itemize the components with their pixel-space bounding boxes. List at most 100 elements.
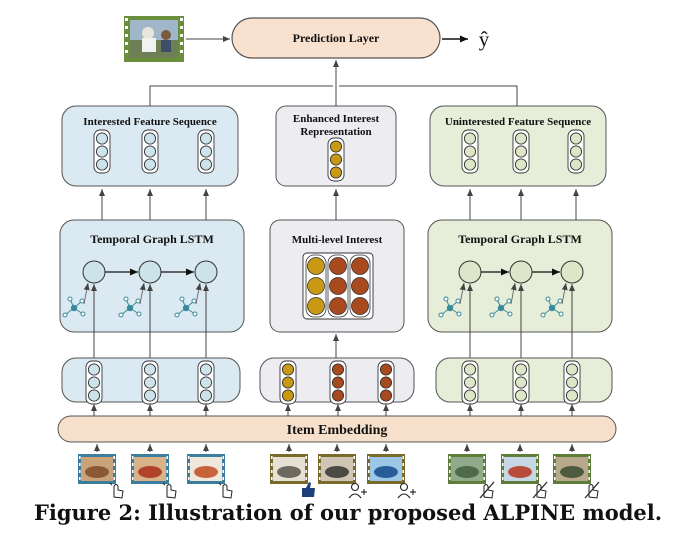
embedding-column-left [85, 360, 103, 405]
graph-vertex [192, 311, 198, 317]
film-hole [188, 470, 190, 473]
graph-vertex [174, 312, 180, 318]
graph-to-cell-arrow [83, 282, 90, 305]
film-hole [305, 470, 307, 473]
vector-node [87, 376, 101, 389]
graph-vertex [62, 312, 68, 318]
film-hole [271, 463, 273, 466]
item-embedding-bar: Item Embedding [57, 415, 617, 443]
film-hole [483, 470, 485, 473]
vector-node [379, 376, 393, 389]
click-ray [218, 482, 222, 486]
film-hole [402, 477, 404, 480]
uninterested-feature-sequence-title: Uninterested Feature Sequence [445, 116, 591, 128]
film-hole [79, 463, 81, 466]
film-subject [455, 466, 479, 478]
figure-caption: Figure 2: Illustration of our proposed A… [33, 500, 663, 525]
film-hole [353, 470, 355, 473]
vector-node [569, 132, 583, 145]
vector-node [329, 166, 343, 179]
film-hole [449, 477, 451, 480]
hand-shape [483, 484, 494, 499]
film-hole [132, 477, 134, 480]
hand-shape [588, 484, 599, 499]
input-video-thumbnail [448, 454, 495, 499]
film-hole [188, 477, 190, 480]
dislike-hand-icon [479, 481, 495, 499]
add-user-icon [348, 482, 367, 499]
graph-vertex [136, 311, 142, 317]
film-hole [554, 463, 556, 466]
vector-node [199, 389, 213, 402]
film-hole [166, 470, 168, 473]
graph-vertex [506, 298, 512, 304]
film-hole [222, 470, 224, 473]
input-video-thumbnail [367, 454, 416, 499]
graph-vertex [545, 296, 551, 302]
graph-icon [489, 296, 513, 318]
vector-node [87, 363, 101, 376]
slash-line [479, 481, 495, 499]
interest-node [351, 257, 369, 275]
film-hole [353, 477, 355, 480]
graph-vertex [557, 298, 563, 304]
graph-vertex [456, 311, 462, 317]
film-subject [508, 466, 532, 478]
vector-node [565, 389, 579, 402]
diagram-nodes-and-connectors [62, 129, 600, 499]
graph-icon [62, 296, 86, 318]
uninterested-feature-column [461, 129, 479, 174]
vector-node [329, 140, 343, 153]
graph-vertex [540, 312, 546, 318]
add-user-icon [397, 482, 416, 499]
graph-vertex [179, 296, 185, 302]
vector-node [95, 145, 109, 158]
film-hole [305, 463, 307, 466]
interest-column [305, 254, 327, 318]
film-hole [483, 456, 485, 459]
film-subject [277, 466, 301, 478]
film-hole [368, 456, 370, 459]
film-hole [222, 456, 224, 459]
interest-node [307, 277, 325, 295]
graph-vertex [455, 298, 461, 304]
film-hole [271, 477, 273, 480]
vector-node [331, 389, 345, 402]
input-video-thumbnail [270, 454, 315, 497]
input-video-thumbnail [501, 454, 548, 499]
interest-node [307, 257, 325, 275]
vector-node [463, 363, 477, 376]
user-body [348, 493, 362, 499]
interest-node [351, 277, 369, 295]
vector-node [463, 389, 477, 402]
interested-feature-column [197, 129, 215, 174]
vector-node [514, 145, 528, 158]
embedding-column-left [141, 360, 159, 405]
film-hole [536, 470, 538, 473]
graph-vertex [558, 311, 564, 317]
vector-node [331, 376, 345, 389]
embedding-column-right [461, 360, 479, 405]
film-hole [588, 463, 590, 466]
graph-to-cell-arrow [195, 282, 202, 305]
embedding-column-right [512, 360, 530, 405]
graph-center [70, 304, 78, 312]
film-subject [85, 466, 109, 478]
embedding-column-right [563, 360, 581, 405]
lstm-cell-node [458, 260, 482, 284]
lstm-chain-right [438, 260, 584, 318]
hand-shape [166, 484, 177, 499]
interest-node [329, 277, 347, 295]
vector-node [143, 363, 157, 376]
vector-node [514, 363, 528, 376]
film-subject [374, 466, 398, 478]
click-hand-icon [162, 482, 177, 499]
film-hole [305, 477, 307, 480]
film-hole [588, 456, 590, 459]
film-hole [588, 470, 590, 473]
temporal-graph-lstm-right-title: Temporal Graph LSTM [458, 232, 582, 246]
graph-icon [174, 296, 198, 318]
film-hole [113, 463, 115, 466]
temporal-graph-lstm-left-title: Temporal Graph LSTM [90, 232, 214, 246]
